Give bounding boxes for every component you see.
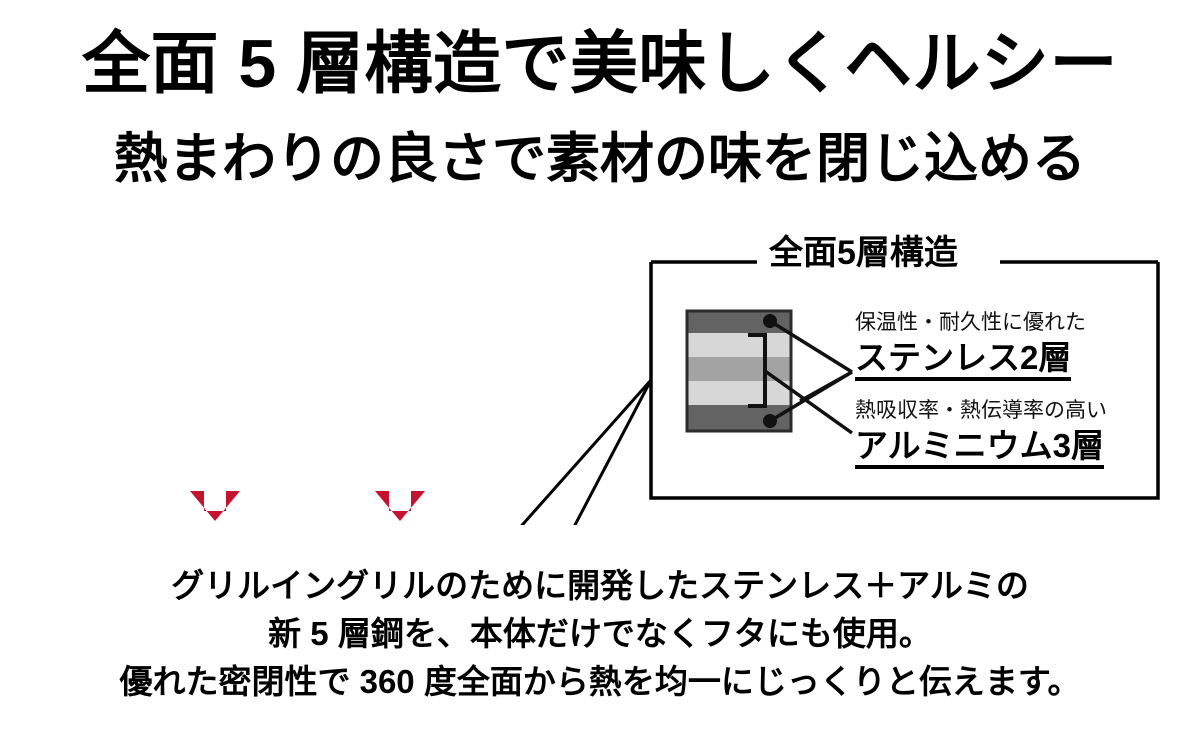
callout-dot-aluminium	[763, 414, 777, 428]
page-subtitle: 熱まわりの良さで素材の味を閉じ込める	[114, 129, 1086, 189]
stainless-name: ステンレス2層	[855, 341, 1072, 381]
five-layer-swatch	[685, 309, 793, 433]
callout-title: 全面5層構造	[760, 236, 967, 270]
cookware-cross-section-diagram	[0, 225, 1200, 525]
footer-line: 優れた密閉性で 360 度全面から熱を均一にじっくりと伝えます。	[119, 663, 1081, 700]
arrow-down-large	[190, 491, 240, 521]
footer-description: グリルイングリルのために開発したステンレス＋アルミの 新 5 層鋼を、本体だけで…	[0, 562, 1200, 706]
footer-line: グリルイングリルのために開発したステンレス＋アルミの	[171, 567, 1029, 604]
footer-line: 新 5 層鋼を、本体だけでなくフタにも使用。	[268, 615, 932, 652]
aluminium-bracket	[748, 333, 767, 408]
stainless-caption: 保温性・耐久性に優れた	[855, 311, 1086, 334]
heat-arrows-outer-top	[190, 491, 425, 521]
curved-arrow-right	[195, 225, 594, 525]
callout-pointer-lines	[763, 314, 854, 435]
page-title: 全面 5 層構造で美味しくヘルシー	[81, 26, 1119, 102]
callout-box-frame	[649, 260, 1160, 500]
aluminium-name: アルミニウム3層	[855, 429, 1105, 469]
layer-aluminium-upper	[687, 333, 791, 357]
arrow-down-large	[375, 491, 425, 521]
callout-dot-stainless	[763, 314, 777, 328]
layer-aluminium-lower	[687, 381, 791, 405]
callout-leader-lines	[520, 379, 653, 525]
aluminium-caption: 熱吸収率・熱伝導率の高い	[855, 399, 1107, 422]
